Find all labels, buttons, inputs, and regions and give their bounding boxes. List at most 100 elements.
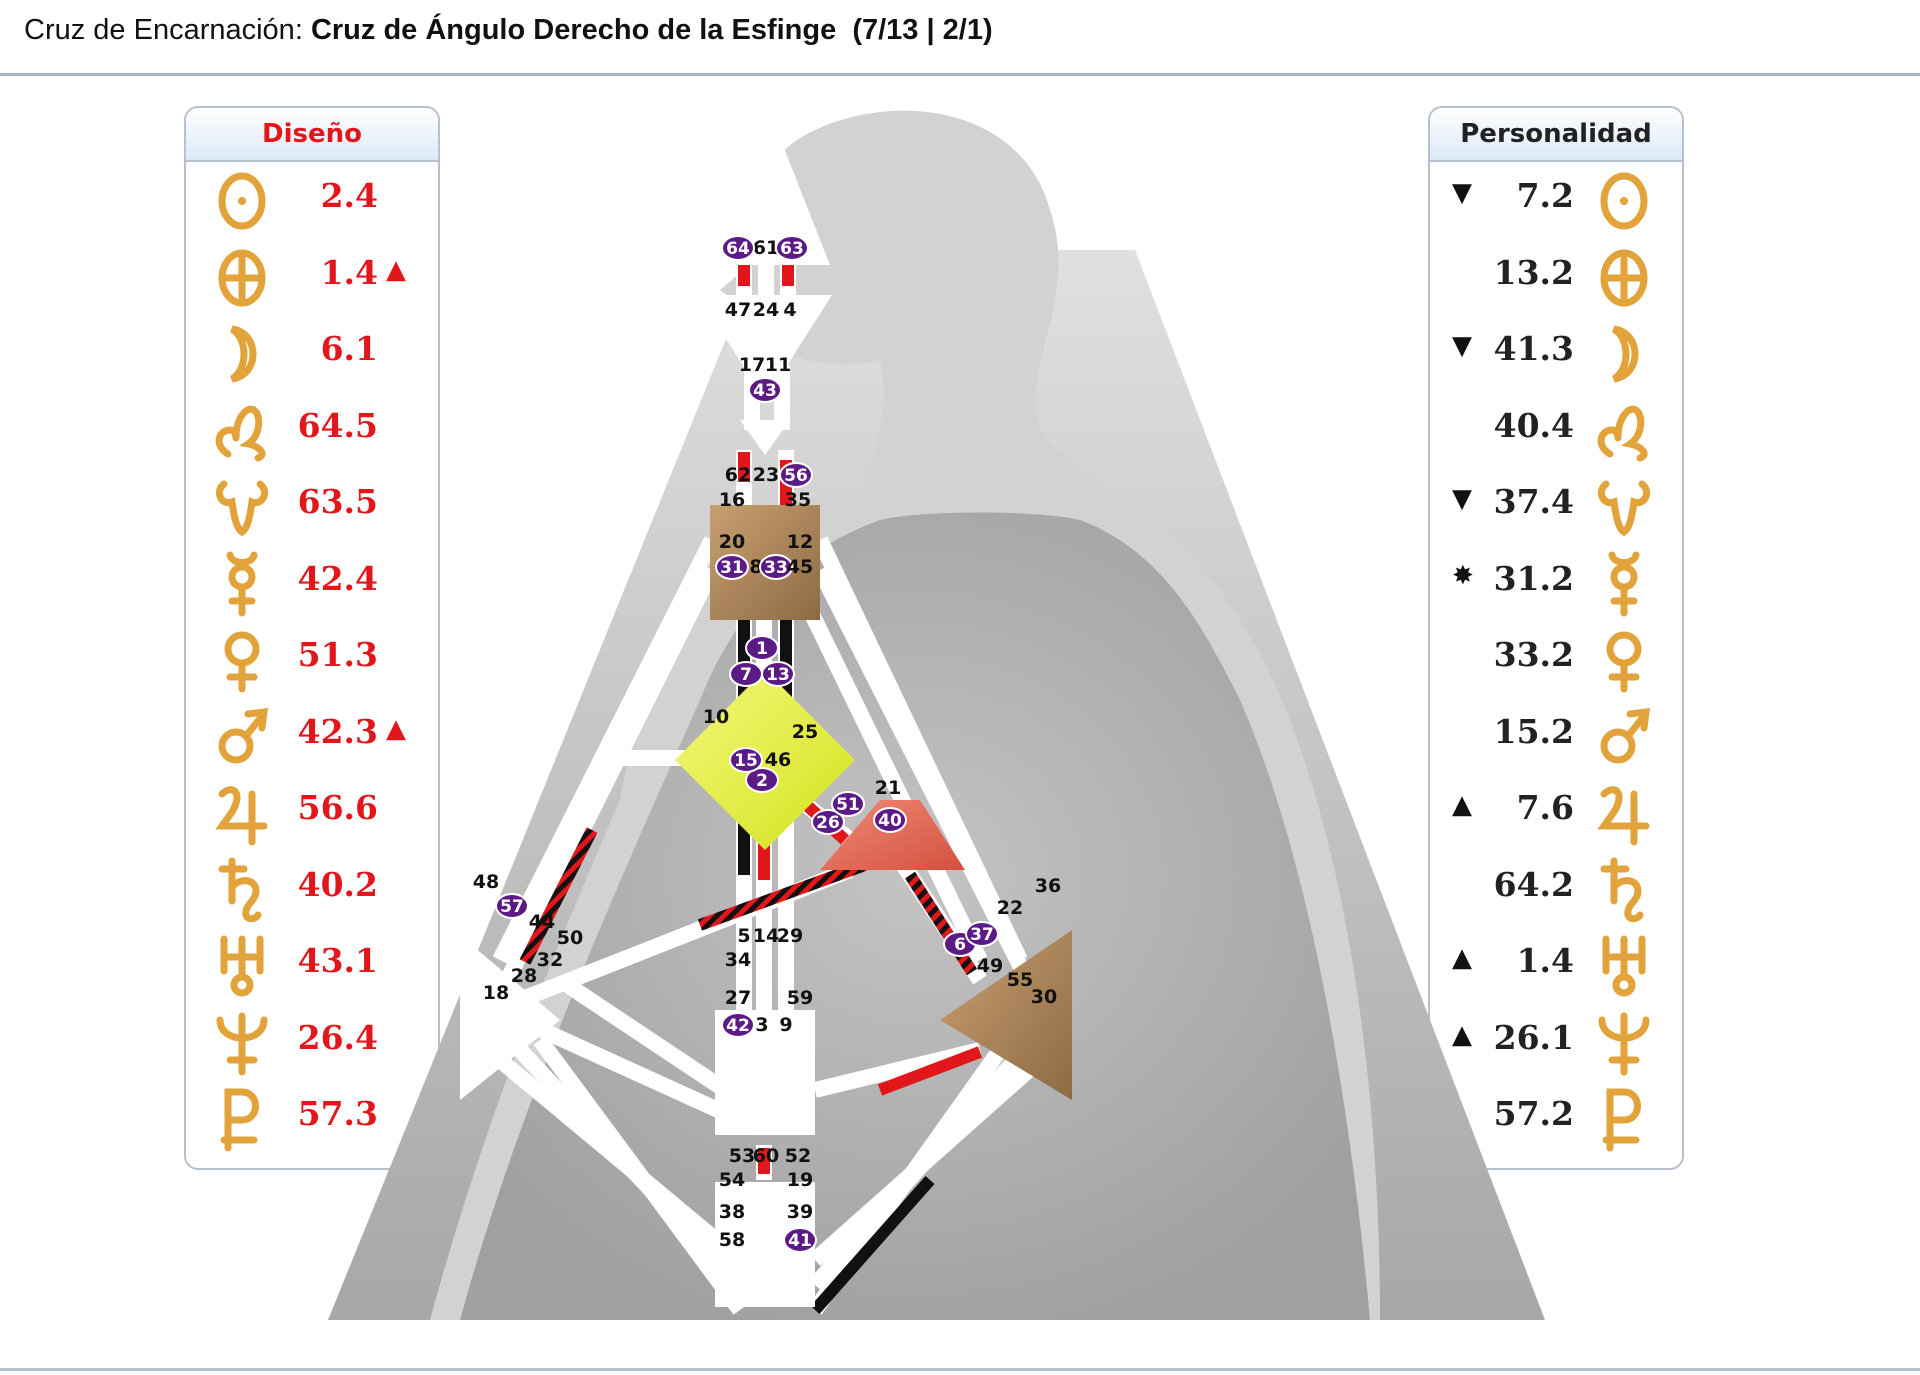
gate-22: 22 (997, 897, 1023, 919)
gate-number: 24 (753, 299, 779, 321)
personality-gate-value: 1.4 (1516, 941, 1574, 980)
gate-number: 55 (1007, 969, 1033, 991)
gate-26: 26 (811, 809, 845, 835)
active-gate-marker (811, 809, 845, 835)
design-row-saturn: 40.2 (186, 855, 438, 925)
gate-number: 64 (726, 239, 750, 259)
gate-43: 43 (748, 377, 782, 403)
gate-39: 39 (787, 1201, 813, 1223)
personality-row-neptune: 26.1 ▲ (1430, 1008, 1682, 1078)
spleen-center (460, 935, 560, 1100)
gate-29: 29 (777, 925, 803, 947)
gate-5: 5 (737, 925, 750, 947)
mars-icon (1592, 702, 1656, 772)
design-row-sun: 2.4 (186, 166, 438, 236)
personality-gate-value: 15.2 (1493, 711, 1574, 751)
south-node-icon (210, 472, 274, 542)
gate-number: 27 (725, 987, 751, 1009)
venus-icon (1592, 625, 1656, 695)
design-gate-value: 26.4 (297, 1017, 378, 1057)
design-row-north-node: 64.5 (186, 396, 438, 466)
gate-number: 18 (483, 982, 509, 1004)
active-gate-marker (745, 767, 779, 793)
design-gate-value: 43.1 (297, 941, 378, 980)
gate-number: 60 (753, 1145, 779, 1167)
gate-59: 59 (787, 987, 813, 1009)
gate-number: 52 (785, 1145, 811, 1167)
design-row-uranus: 43.1 (186, 931, 438, 1001)
personality-direction-arrow: ▲ (1452, 943, 1472, 973)
gate-47: 47 (725, 299, 751, 321)
gate-number: 19 (787, 1169, 813, 1191)
gate-25: 25 (792, 721, 818, 743)
personality-direction-arrow: ✸ (1452, 560, 1474, 591)
design-row-moon: 6.1 (186, 319, 438, 389)
gate-number: 58 (719, 1229, 745, 1251)
design-row-earth: 1.4▲ (186, 243, 438, 313)
incarnation-cross-header: Cruz de Encarnación: Cruz de Ángulo Dere… (0, 0, 1920, 76)
gate-13: 13 (761, 661, 795, 687)
gate-18: 18 (483, 982, 509, 1004)
active-gate-marker (759, 554, 793, 580)
throat-neck (740, 420, 790, 455)
personality-gate-value: 7.2 (1516, 176, 1574, 215)
gate-number: 20 (719, 531, 745, 553)
bottom-rule (0, 1368, 1920, 1371)
mercury-icon (1592, 549, 1656, 619)
gate-number: 57 (500, 897, 524, 917)
earth-icon (210, 243, 274, 313)
uranus-icon (1592, 931, 1656, 1001)
personality-direction-arrow: ▲ (1452, 1019, 1472, 1050)
design-row-neptune: 26.4 (186, 1008, 438, 1078)
gate-number: 26 (816, 813, 840, 833)
gate-4: 4 (783, 299, 796, 321)
ajna-center (698, 295, 832, 400)
personality-row-saturn: 64.2 (1430, 855, 1682, 925)
solar-plexus-center (940, 930, 1072, 1100)
g-center (675, 670, 855, 850)
north-node-icon (1592, 396, 1656, 466)
pluto-icon (210, 1084, 274, 1154)
gate-35: 35 (785, 489, 811, 511)
body-silhouette (460, 512, 1370, 1320)
gate-14: 14 (753, 925, 779, 947)
gate-23: 23 (753, 464, 779, 486)
design-direction-arrow: ▲ (386, 713, 406, 744)
active-gate-marker (761, 661, 795, 687)
design-gate-value: 51.3 (297, 635, 378, 674)
gate-27: 27 (725, 987, 751, 1009)
gate-number: 25 (792, 721, 818, 743)
gate-44: 44 (529, 911, 555, 933)
personality-row-sun: 7.2▼ (1430, 166, 1682, 236)
gate-number: 36 (1035, 875, 1061, 897)
gate-54: 54 (719, 1169, 745, 1191)
personality-gate-value: 64.2 (1493, 864, 1574, 904)
gate-number: 16 (719, 489, 745, 511)
gate-number: 54 (719, 1169, 745, 1191)
gate-number: 7 (740, 665, 752, 685)
gate-number: 61 (753, 237, 779, 259)
gate-24: 24 (753, 299, 779, 321)
personality-gate-value: 26.1 (1493, 1017, 1574, 1057)
personality-row-pluto: 57.2 (1430, 1084, 1682, 1154)
design-gate-value: 64.5 (297, 405, 378, 445)
moon-icon (210, 319, 274, 389)
pluto-icon (1592, 1084, 1656, 1154)
gate-number: 2 (756, 771, 768, 791)
active-gate-marker (873, 807, 907, 833)
gate-45: 45 (787, 556, 813, 578)
gate-number: 30 (1031, 986, 1057, 1008)
gate-15: 15 (729, 747, 763, 773)
sun-icon (1592, 166, 1656, 236)
gate-number: 48 (473, 871, 499, 893)
gate-number: 45 (787, 556, 813, 578)
gate-46: 46 (765, 749, 791, 771)
personality-gate-value: 31.2 (1493, 558, 1574, 598)
gate-number: 63 (780, 239, 804, 259)
active-gate-marker (783, 1227, 817, 1253)
active-gate-marker (495, 893, 529, 919)
gate-33: 33 (759, 554, 793, 580)
gate-number: 35 (785, 489, 811, 511)
design-row-south-node: 63.5 (186, 472, 438, 542)
